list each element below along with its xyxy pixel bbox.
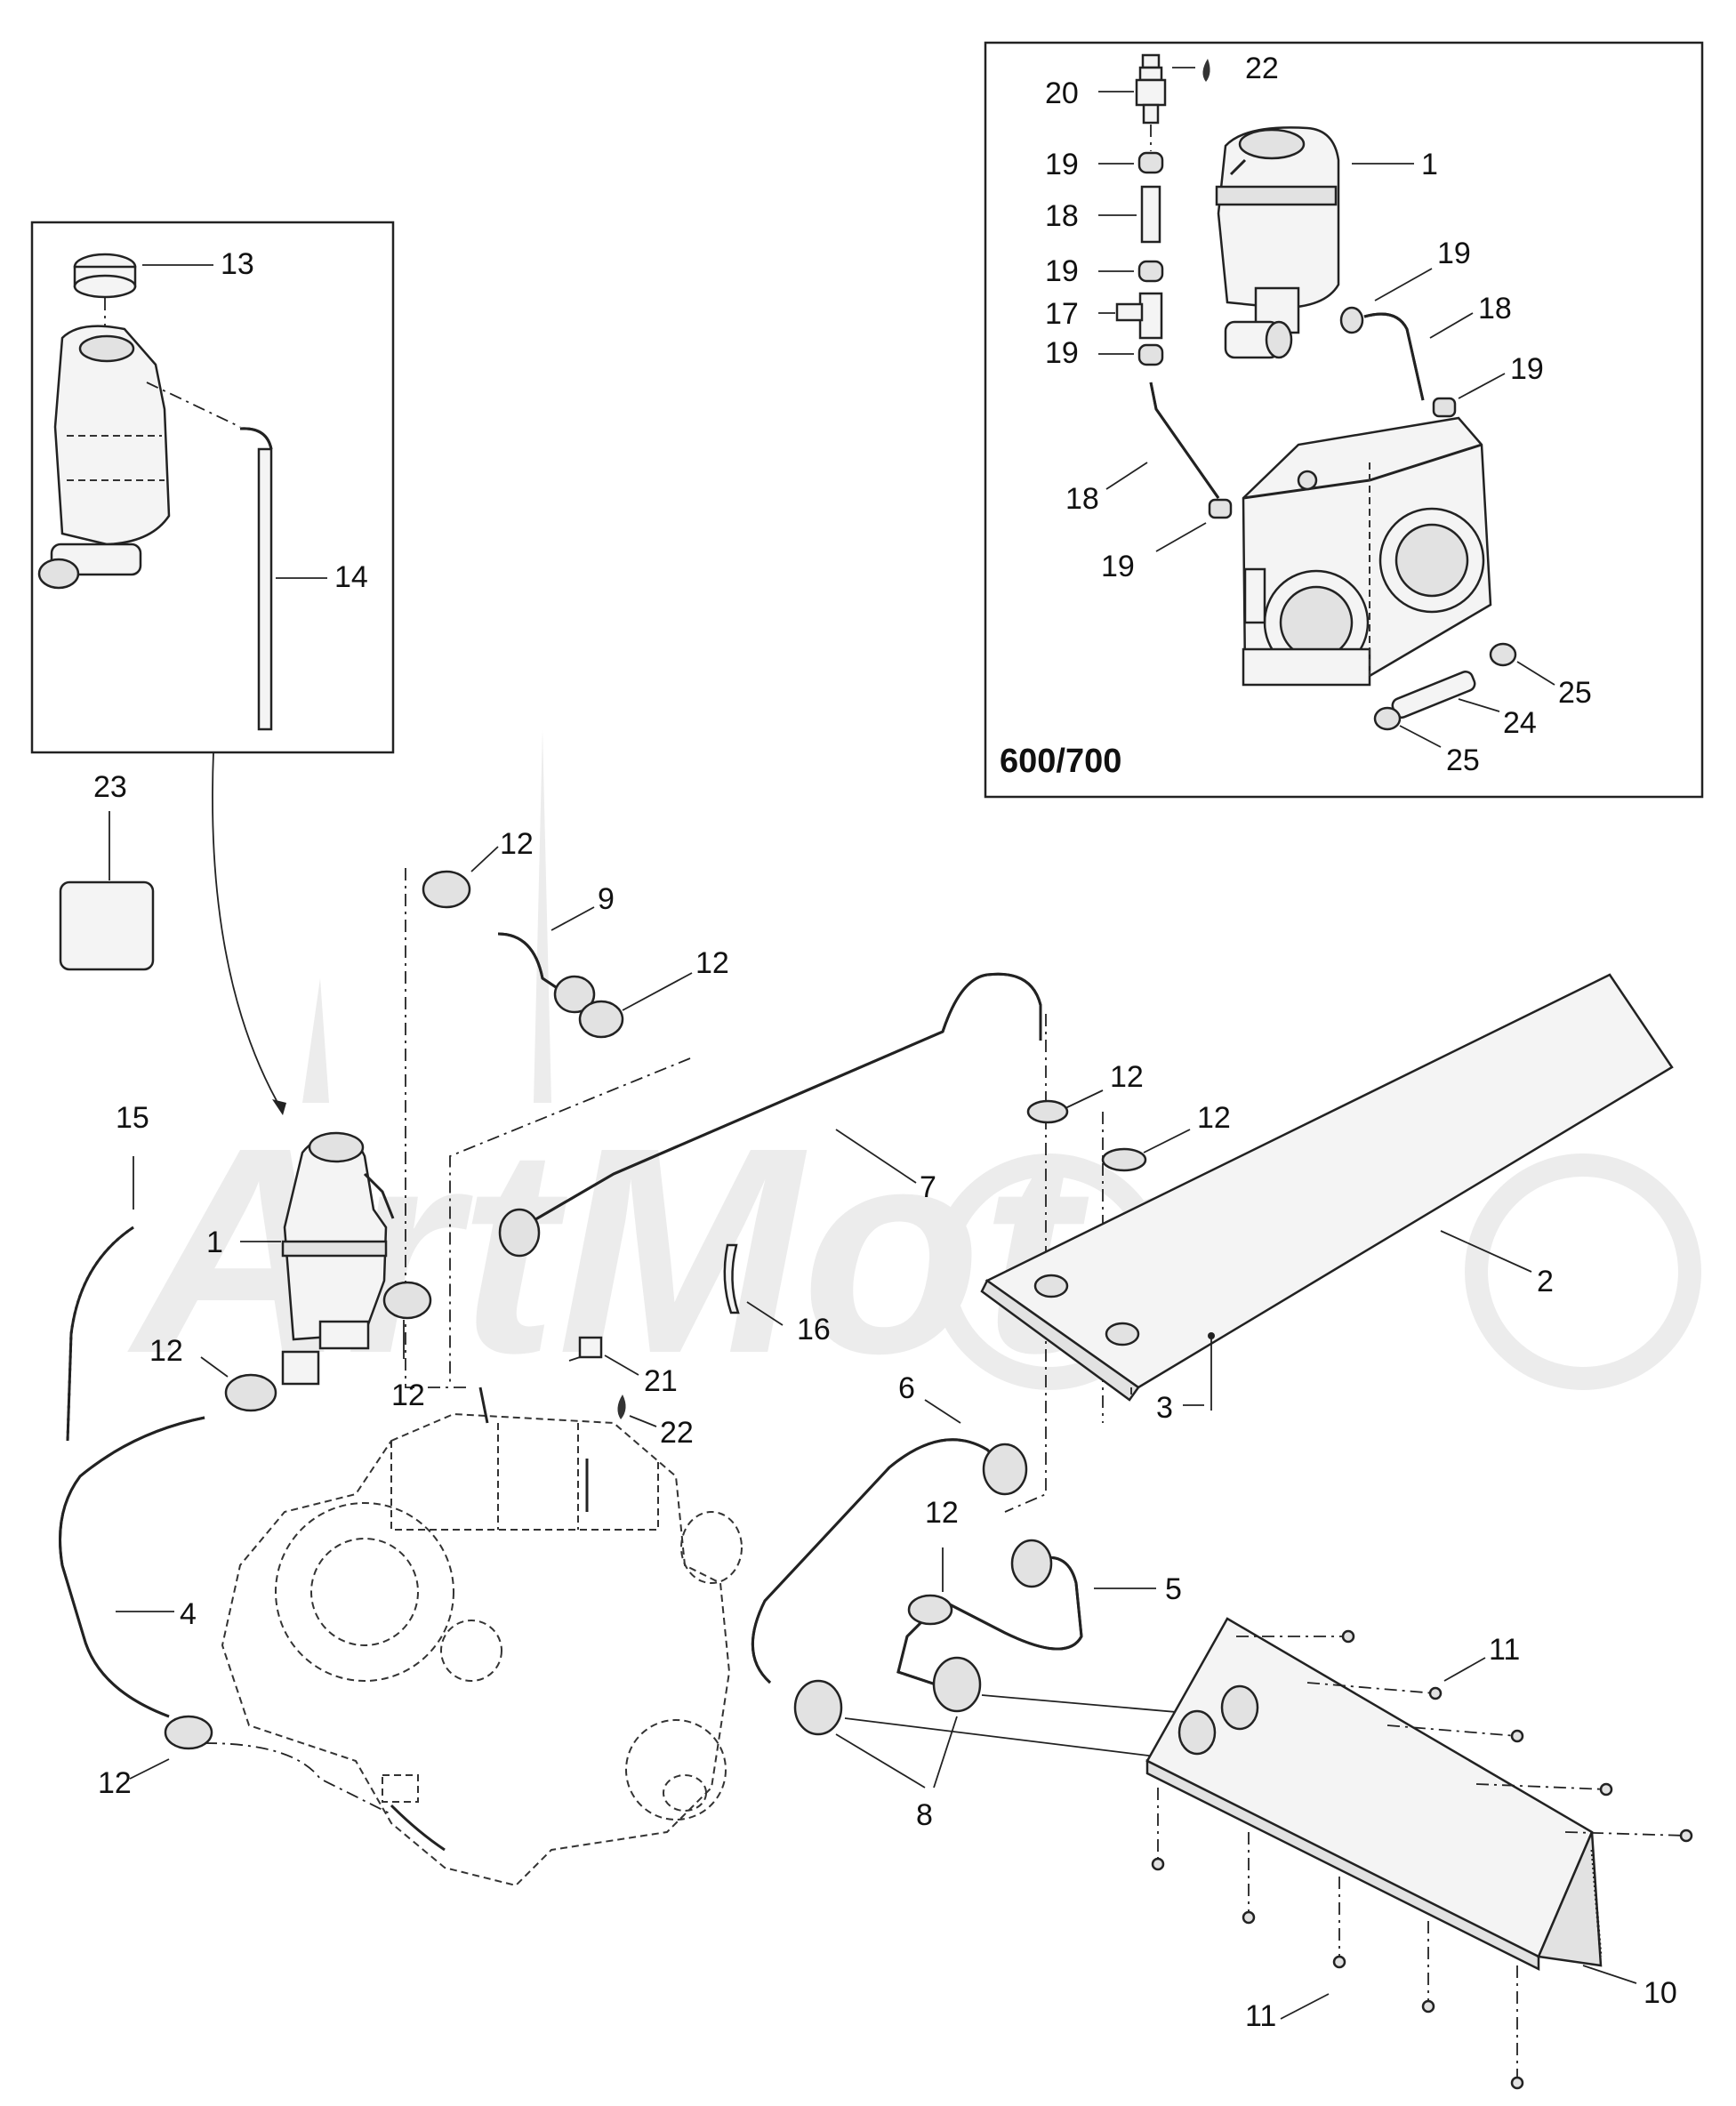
clamp-25 [1489,642,1517,667]
callout-b-17: 17 [1045,297,1079,331]
callout-7: 7 [920,1170,936,1204]
callout-6: 6 [898,1371,915,1405]
fitting-20 [1135,53,1167,125]
callout-11a: 11 [1489,1633,1520,1667]
clamp-12 [1101,1147,1147,1172]
callout-12a: 12 [500,827,534,861]
inset-box-600-700: 600/700 22 20 19 18 19 17 [984,41,1704,799]
callout-b-24: 24 [1503,706,1537,740]
clamp-25 [1373,706,1402,731]
reservoir-cap-13 [73,253,137,299]
callout-12h: 12 [98,1766,132,1800]
callout-9: 9 [598,882,615,916]
sealant-drop-22 [1202,59,1210,82]
kit-box-23: 23 [59,770,155,971]
callout-16: 16 [797,1313,831,1346]
clamp-12 [164,1715,213,1750]
temperature-sensor-21 [568,1336,603,1362]
callout-8: 8 [916,1798,933,1832]
clamp-19 [1208,498,1233,519]
clamp-19 [1432,397,1457,418]
callout-b-18a: 18 [1045,199,1079,233]
coolant-reservoir-alt [37,325,171,590]
callout-11b: 11 [1245,1999,1276,2033]
callout-b-19e: 19 [1510,352,1544,386]
callout-22: 22 [660,1416,694,1450]
callout-b-18c: 18 [1065,482,1099,516]
clamp-12 [224,1373,277,1412]
coolant-hose-4 [59,1416,205,1718]
callout-b-20: 20 [1045,76,1079,110]
sealant-drop-22 [617,1395,626,1419]
callout-3: 3 [1156,1391,1173,1425]
screw-3 [1208,1332,1215,1411]
grommet-8 [932,1656,982,1713]
callout-14: 14 [334,560,368,594]
overflow-hose-14 [239,427,273,731]
clamp-12 [1026,1099,1069,1124]
reference-arrow [212,752,284,1113]
clamp-12 [382,1281,432,1320]
callout-12c: 12 [1110,1060,1144,1094]
callout-5: 5 [1165,1572,1182,1606]
coolant-hose-5 [896,1539,1083,1692]
corrugated-hose-15 [66,1226,134,1442]
clamp-19 [1339,306,1364,334]
engine-phantom [221,1387,743,1887]
callout-b-19c: 19 [1045,336,1079,370]
callout-b-19f: 19 [1101,550,1135,583]
callout-1: 1 [206,1226,223,1259]
callout-2: 2 [1537,1265,1554,1298]
callout-10: 10 [1644,1976,1677,2010]
callout-b-19d: 19 [1437,237,1471,270]
callout-b-25b: 25 [1446,744,1480,777]
callout-23: 23 [93,770,127,804]
clamp-12 [907,1594,953,1626]
callout-12b: 12 [695,946,729,980]
throttle-body-assembly [1242,416,1492,687]
coolant-hose-6 [751,1438,1028,1684]
callout-b-19b: 19 [1045,254,1079,288]
callout-21: 21 [644,1364,678,1398]
coolant-reservoir-1 [281,1131,395,1386]
clamp-19 [1137,260,1164,283]
heat-exchanger-2 [980,973,1674,1402]
grommet-8 [793,1679,843,1736]
hose-18 [1140,185,1161,244]
tube-24 [1391,670,1476,719]
callout-12d: 12 [1197,1101,1231,1135]
inset-box-alternate-reservoir: 13 14 [30,221,395,754]
heat-exchanger-bracket-10 [1145,1617,1603,1972]
callout-b-1: 1 [1421,148,1438,181]
elbow-hose-9 [422,870,624,1039]
tee-fitting-17 [1115,292,1163,340]
callout-b-18b: 18 [1478,292,1512,326]
callout-12f: 12 [391,1379,425,1412]
screws-11 [1151,1629,1693,2090]
callout-12g: 12 [925,1496,959,1530]
callout-13: 13 [221,247,254,281]
callout-4: 4 [180,1597,197,1631]
callout-12e: 12 [149,1334,183,1368]
variant-label: 600/700 [1000,743,1121,780]
coolant-hose-7 [498,972,1042,1258]
cable-tie-16 [723,1243,740,1314]
callout-15: 15 [116,1101,149,1135]
callout-b-22: 22 [1245,52,1279,85]
callout-b-19a: 19 [1045,148,1079,181]
clamp-19 [1137,151,1164,174]
clamp-19 [1137,343,1164,366]
coolant-reservoir-600-700 [1215,126,1340,359]
callout-b-25a: 25 [1558,676,1592,710]
